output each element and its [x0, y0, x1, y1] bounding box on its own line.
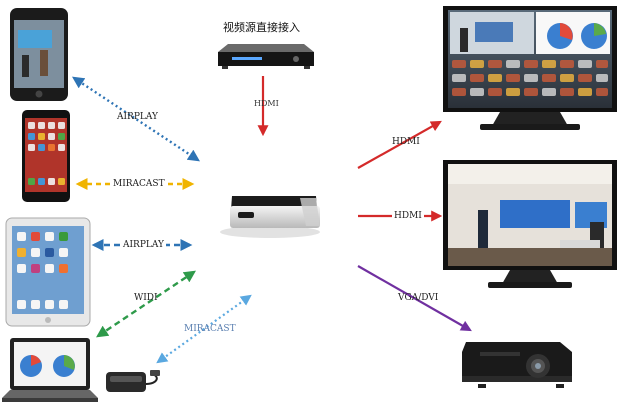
- vga-dvi-label: VGA/DVI: [398, 293, 439, 303]
- airplay-tablet-label: AIRPLAY: [121, 240, 166, 250]
- widi-laptop-arrow: [96, 270, 196, 338]
- miracast-phone-label: MIRACAST: [111, 179, 167, 189]
- tv-icon: [443, 6, 617, 130]
- tv-icon: [443, 160, 617, 288]
- airplay-phone-label: AIRPLAY: [117, 112, 158, 122]
- ipad-icon: [5, 217, 91, 327]
- widi-laptop-label: WIDI: [134, 293, 158, 303]
- iphone-icon: [10, 8, 68, 101]
- hdmi-tv-mid-label: HDMI: [392, 211, 424, 221]
- dvd-player-icon: [218, 44, 314, 69]
- dongle-icon: [106, 370, 160, 392]
- hdmi-source-label: HDMI: [254, 99, 279, 108]
- hdmi-tv-top-arrow: [357, 120, 442, 169]
- laptop-icon: [2, 338, 98, 402]
- projector-icon: [462, 342, 572, 388]
- hdmi-tv-top-label: HDMI: [392, 137, 420, 147]
- vga-projector-arrow: [357, 265, 472, 332]
- media-box-icon: [220, 196, 320, 238]
- source-title: 视频源直接接入: [223, 21, 300, 34]
- android-phone-icon: [22, 110, 70, 202]
- miracast-dongle-label: MIRACAST: [184, 324, 236, 334]
- miracast-dongle-arrow: [156, 294, 252, 364]
